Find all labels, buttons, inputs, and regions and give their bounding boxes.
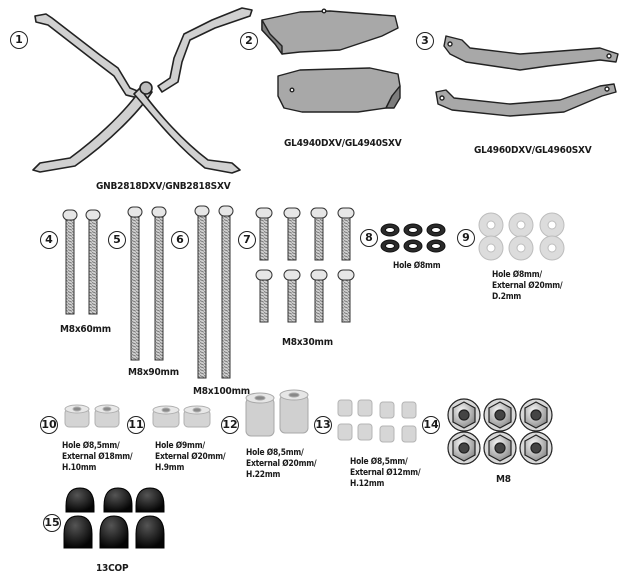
item-number-10: 10	[40, 416, 58, 434]
label-item-6: M8x100mm	[193, 386, 250, 397]
label-item-9-line-3: D.2mm	[492, 291, 522, 301]
item-number-7: 7	[238, 231, 256, 249]
label-item-13-line-2: External Ø12mm/	[350, 467, 421, 477]
frame-bracket-illustration	[32, 7, 253, 174]
label-item-3: GL4960DXV/GL4960SXV	[474, 145, 592, 156]
bracket-pair-2-illustration	[261, 8, 401, 113]
label-item-10-line-2: External Ø18mm/	[62, 451, 133, 461]
label-item-11-line-1: Hole Ø9mm/	[155, 440, 205, 450]
label-item-10-line-3: H.10mm	[62, 462, 97, 472]
spacers-12-illustration	[245, 389, 309, 437]
item-number-13: 13	[314, 416, 332, 434]
item-number-15: 15	[43, 514, 61, 532]
item-number-14: 14	[422, 416, 440, 434]
label-item-5: M8x90mm	[128, 367, 179, 378]
spacers-10-illustration	[64, 404, 120, 428]
item-number-6: 6	[171, 231, 189, 249]
label-item-13-line-3: H.12mm	[350, 478, 385, 488]
flange-nuts-illustration	[447, 398, 553, 465]
label-item-2: GL4940DXV/GL4940SXV	[284, 138, 402, 149]
label-item-12-line-2: External Ø20mm/	[246, 458, 317, 468]
item-number-5: 5	[108, 231, 126, 249]
item-number-11: 11	[127, 416, 145, 434]
bracket-pair-3-illustration	[435, 35, 619, 117]
item-number-12: 12	[221, 416, 239, 434]
spring-washers-illustration	[380, 223, 446, 253]
item-number-9: 9	[457, 229, 475, 247]
item-number-2: 2	[240, 32, 258, 50]
item-number-3: 3	[416, 32, 434, 50]
item-number-8: 8	[360, 229, 378, 247]
label-item-11-line-2: External Ø20mm/	[155, 451, 226, 461]
spacers-13-illustration	[337, 399, 417, 443]
label-item-14: M8	[496, 474, 511, 485]
label-item-7: M8x30mm	[282, 337, 333, 348]
item-number-4: 4	[40, 231, 58, 249]
label-item-10-line-1: Hole Ø8,5mm/	[62, 440, 120, 450]
flat-washers-illustration	[478, 212, 565, 261]
item-number-1: 1	[10, 31, 28, 49]
label-item-12-line-1: Hole Ø8,5mm/	[246, 447, 304, 457]
short-bolts-illustration	[255, 207, 355, 323]
label-item-12-line-3: H.22mm	[246, 469, 281, 479]
label-item-1: GNB2818DXV/GNB2818SXV	[96, 181, 231, 192]
label-item-9-line-2: External Ø20mm/	[492, 280, 563, 290]
caps-illustration	[63, 487, 165, 549]
label-item-11-line-3: H.9mm	[155, 462, 185, 472]
label-item-4: M8x60mm	[60, 324, 111, 335]
label-item-8: Hole Ø8mm	[393, 260, 441, 270]
label-item-9-line-1: Hole Ø8mm/	[492, 269, 542, 279]
label-item-15: 13COP	[96, 563, 129, 574]
spacers-11-illustration	[152, 405, 211, 428]
bolts-illustration	[62, 205, 234, 379]
label-item-13-line-1: Hole Ø8,5mm/	[350, 456, 408, 466]
